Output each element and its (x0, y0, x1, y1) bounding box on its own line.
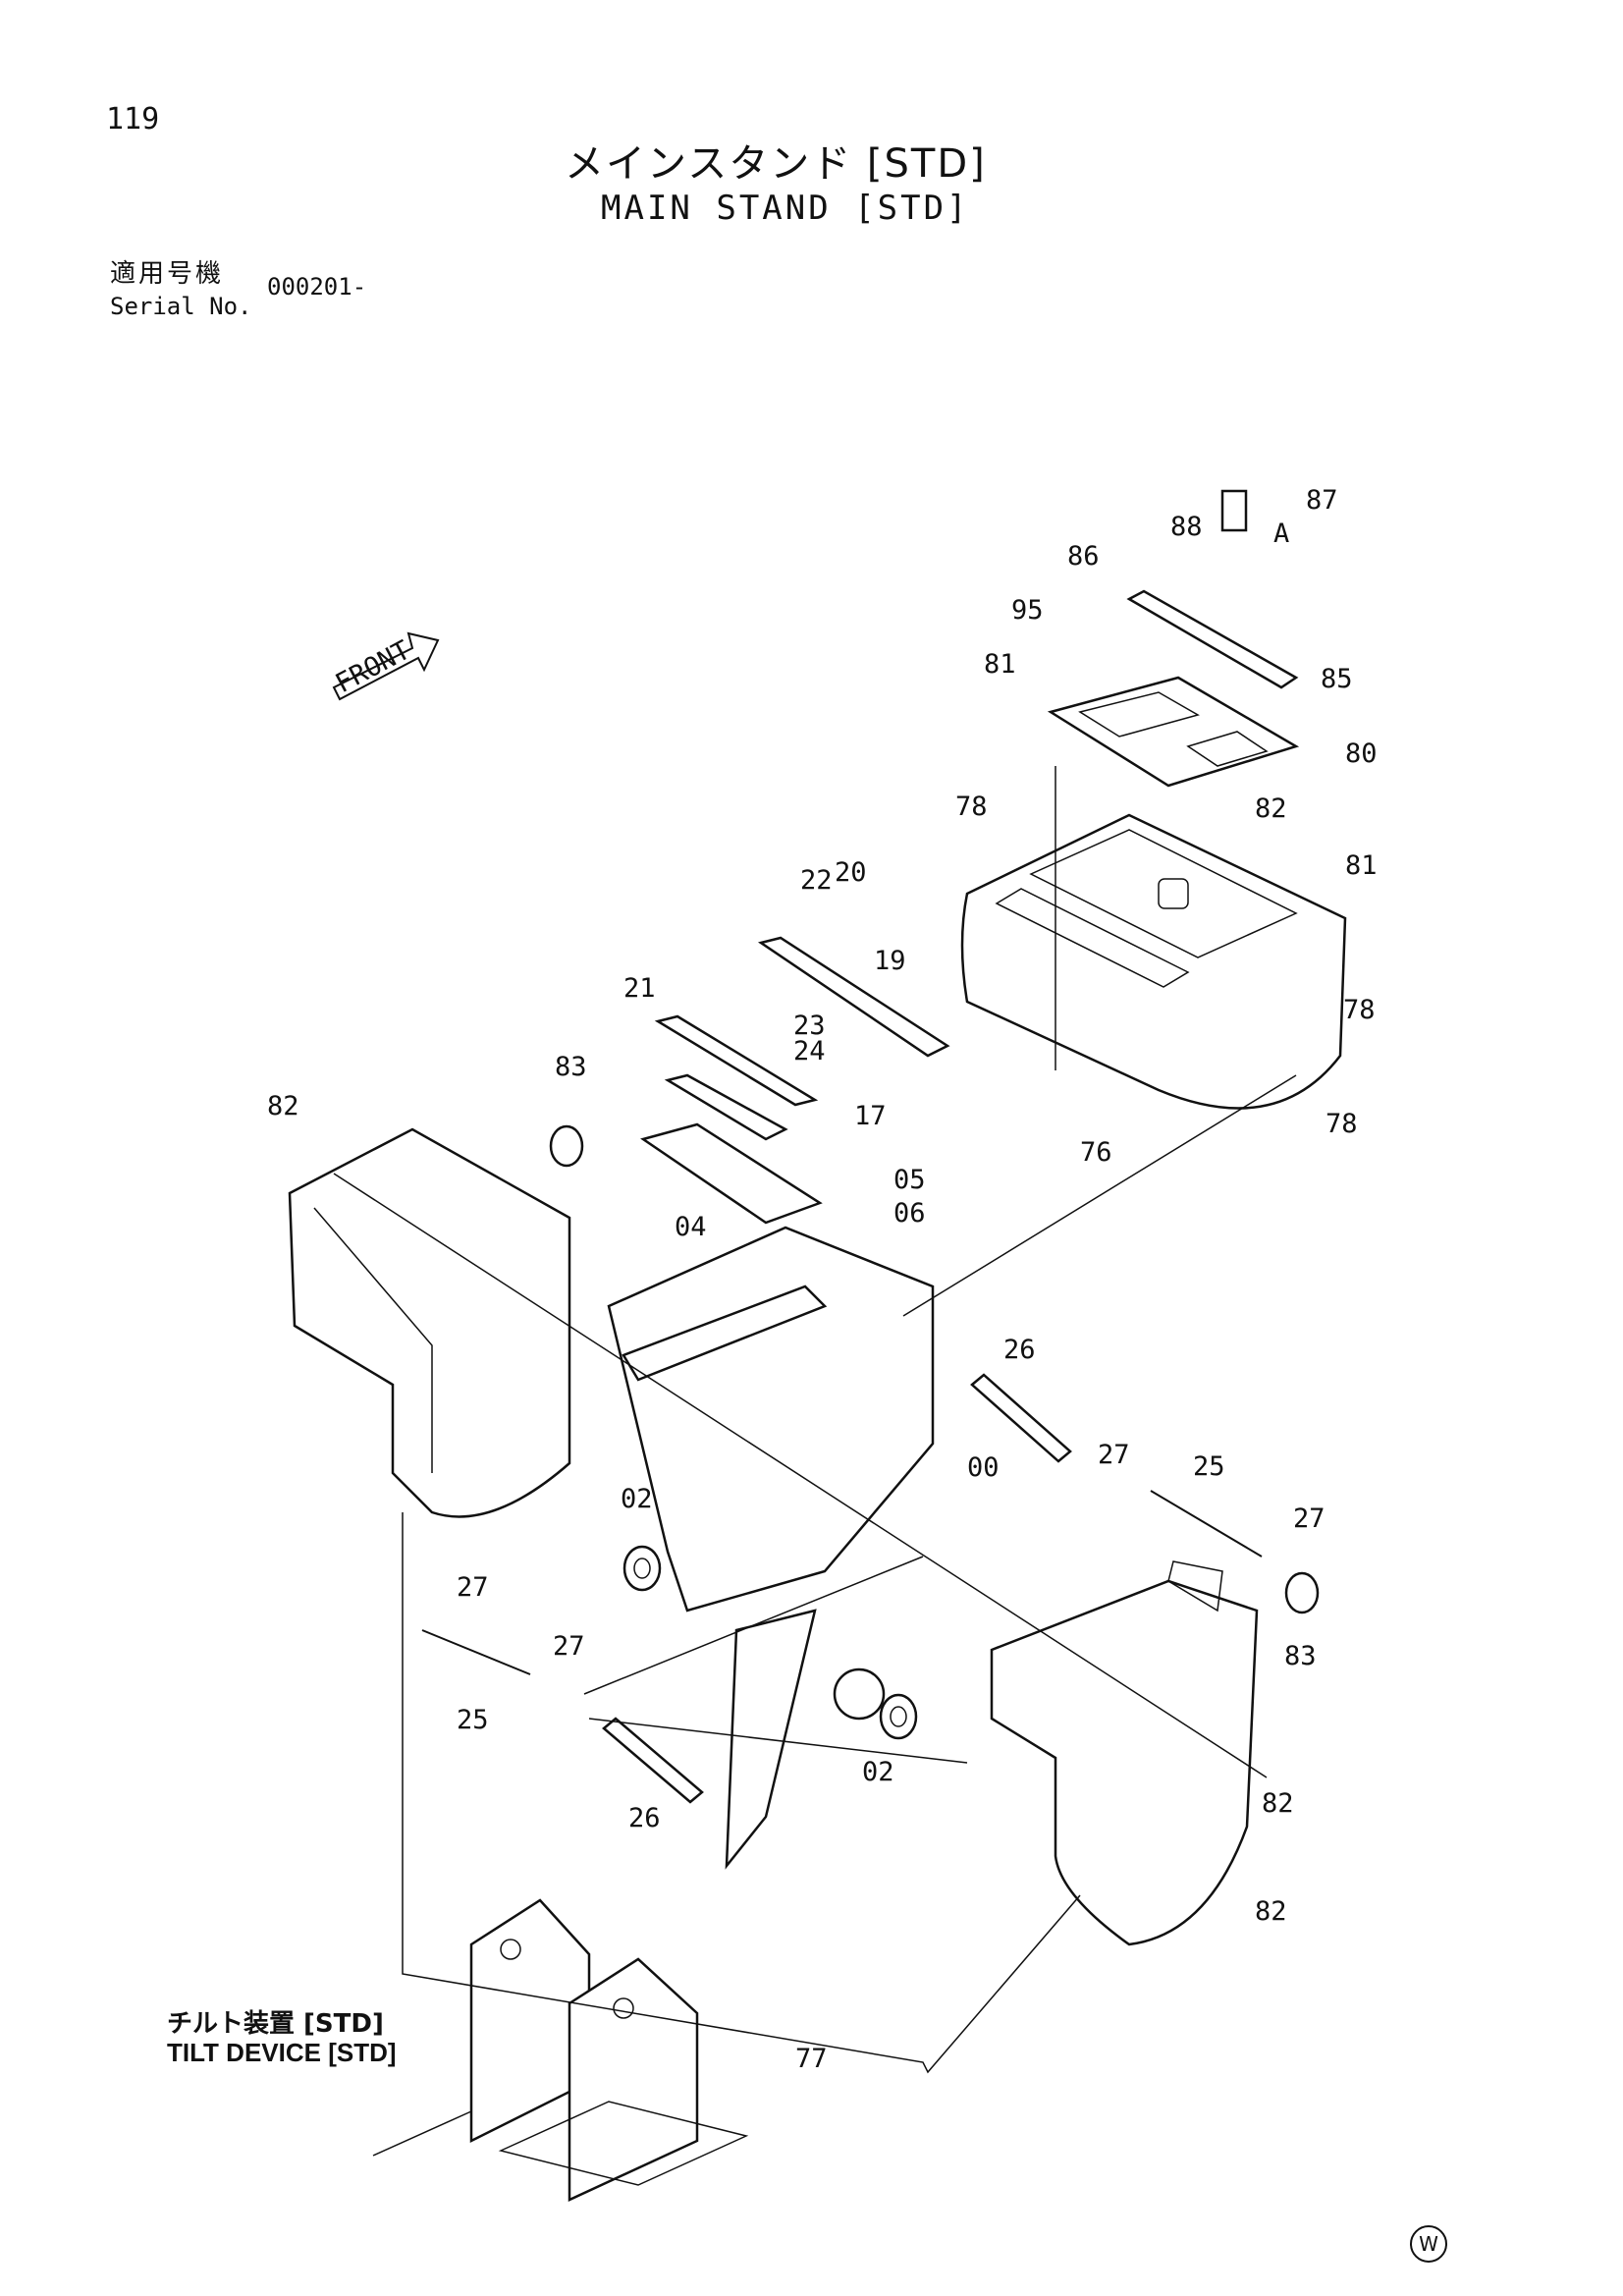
washer-02-lower (879, 1693, 918, 1740)
callout: 81 (1345, 850, 1378, 881)
plate-04 (640, 1122, 823, 1225)
callout: 82 (267, 1091, 299, 1121)
washer-02-upper (622, 1545, 662, 1592)
callout: 27 (1098, 1440, 1130, 1470)
page-title-en: MAIN STAND [STD] (601, 189, 970, 228)
callout: 95 (1011, 595, 1044, 626)
plate-19 (757, 936, 950, 1058)
cover-plate-80 (1047, 676, 1300, 788)
callout: 86 (1067, 541, 1100, 572)
callout: 78 (1343, 995, 1376, 1025)
callout: 82 (1255, 793, 1287, 824)
callout: 00 (967, 1452, 1000, 1483)
callout: 82 (1262, 1788, 1294, 1819)
callout: 26 (628, 1803, 661, 1833)
callout: 27 (457, 1572, 489, 1603)
callout: 76 (1080, 1137, 1112, 1168)
callout: 78 (955, 792, 988, 822)
serial-value: 000201- (267, 273, 367, 301)
callout: 24 (793, 1036, 826, 1066)
tilt-device-label-jp: チルト装置 [STD] (167, 2009, 384, 2039)
pin-26-upper (970, 1373, 1072, 1463)
tilt-device (372, 1898, 749, 2202)
callout: 25 (457, 1705, 489, 1735)
callout: 81 (984, 649, 1016, 680)
plate-17 (654, 1014, 819, 1141)
grommet-83-right (1284, 1571, 1320, 1614)
callout: 80 (1345, 738, 1378, 769)
callout: 23 (793, 1011, 826, 1041)
callout: 20 (835, 857, 867, 888)
right-side-cover (990, 1560, 1259, 1946)
callout: 26 (1003, 1335, 1036, 1365)
tilt-device-label-en: TILT DEVICE [STD] (167, 2038, 397, 2067)
main-stand-frame-00 (607, 1226, 935, 1870)
callout: 02 (621, 1484, 653, 1514)
serial-label-en: Serial No. (110, 293, 252, 320)
leader-lines (333, 766, 1297, 2074)
housing-box-76 (960, 813, 1347, 1110)
left-side-cover (288, 1127, 571, 1518)
callout: 22 (800, 865, 833, 896)
callout: 19 (874, 946, 906, 976)
callout: 04 (675, 1212, 707, 1242)
front-label: FRONT (331, 635, 415, 700)
callout: 78 (1325, 1109, 1358, 1139)
callout: 87 (1306, 485, 1338, 516)
page-title-jp: メインスタンド [STD] (565, 141, 987, 187)
callout: 83 (555, 1052, 587, 1082)
callout: 85 (1321, 664, 1353, 694)
callout: 17 (854, 1101, 887, 1131)
callout: 02 (862, 1757, 894, 1787)
callout: 82 (1255, 1896, 1287, 1927)
callout: 27 (553, 1631, 585, 1662)
front-arrow-icon: FRONT (331, 631, 440, 701)
pin-26-lower (602, 1717, 704, 1804)
rod-25-left (421, 1629, 531, 1675)
callout: 77 (795, 2044, 828, 2074)
bracket-85 (1126, 489, 1299, 689)
grommet-83-left (549, 1124, 584, 1168)
callout: 88 (1170, 512, 1203, 542)
callout: 21 (623, 973, 656, 1004)
rod-25-right (1150, 1490, 1263, 1558)
callout: 05 (893, 1165, 926, 1195)
callout-labels: 87 88 86 A 95 85 81 80 78 82 81 22 20 19… (267, 485, 1378, 2074)
callout: 25 (1193, 1451, 1225, 1482)
callout: A (1273, 519, 1289, 549)
page-number: 119 (106, 102, 160, 137)
callout: 83 (1284, 1641, 1317, 1671)
callout: 06 (893, 1198, 926, 1229)
callout: 27 (1293, 1503, 1325, 1534)
serial-label-jp: 適用号機 (110, 259, 225, 289)
watermark-symbol: W (1410, 2225, 1447, 2263)
